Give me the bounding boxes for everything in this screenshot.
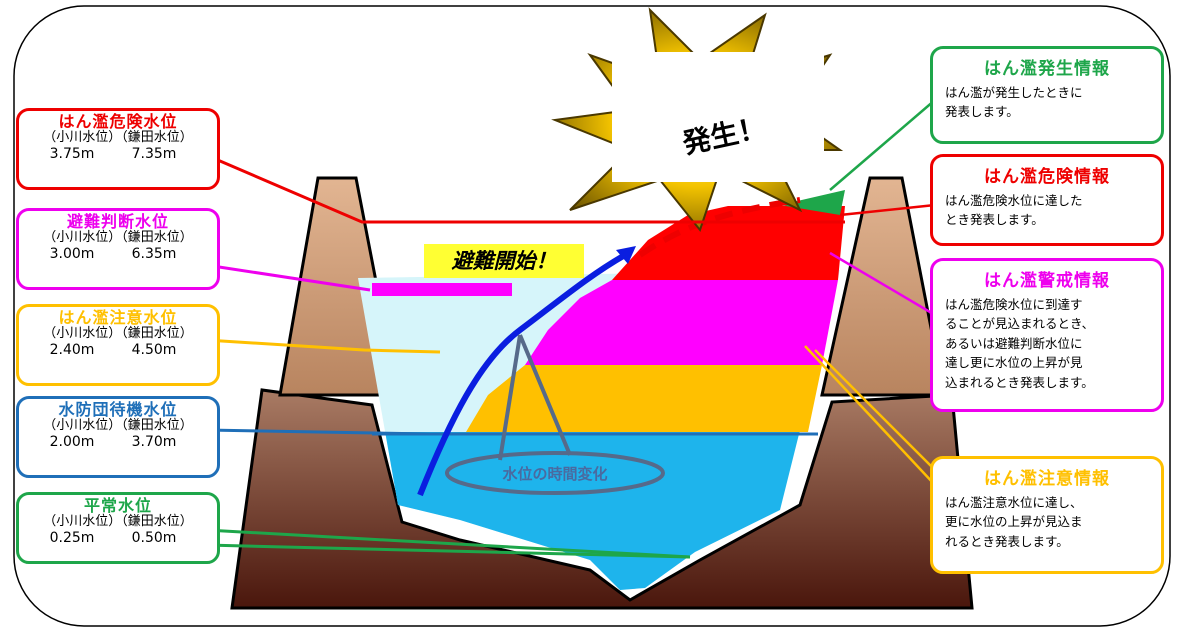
info-box-kiken: はん濫危険情報 はん濫危険水位に達した とき発表します。 (930, 154, 1164, 246)
band-orange (466, 365, 822, 432)
info-box-keikai: はん濫警戒情報 はん濫危険水位に到達す ることが見込まれるとき、 あるいは避難判… (930, 258, 1164, 412)
connector-info-chui-2 (804, 345, 936, 486)
pointer-line-2 (518, 334, 572, 456)
connector-heijo (205, 528, 691, 559)
water-level-curve (417, 252, 627, 497)
connector-chui (205, 338, 441, 354)
info-box-hassei: はん濫発生情報 はん濫が発生したときに 発表します。 (930, 46, 1164, 144)
connector-info-kiken (839, 203, 936, 217)
right-connectors (804, 99, 936, 486)
curve-arrowhead (616, 246, 636, 264)
info-box-chui: はん濫注意情報 はん濫注意水位に達し、 更に水位の上昇が見込ま れるとき発表しま… (930, 456, 1164, 574)
connector-kiken (205, 153, 845, 224)
water-level-change-ellipse (445, 451, 665, 495)
connector-info-hassei (829, 99, 936, 191)
hinan-level-bar (372, 283, 512, 296)
evacuation-start-label: 避難開始！ (424, 244, 584, 278)
band-red (612, 206, 845, 280)
pointer-line-1 (498, 334, 522, 461)
info-title: はん濫危険情報 (984, 167, 1110, 187)
level-title: 避難判断水位 (66, 212, 169, 231)
band-magenta (525, 280, 838, 365)
info-title: はん濫警戒情報 (984, 271, 1110, 291)
level-title: 平常水位 (83, 496, 152, 515)
info-title: はん濫発生情報 (984, 59, 1110, 79)
connector-info-keikai (829, 251, 936, 317)
level-title: はん濫危険水位 (58, 112, 178, 131)
right-embankment (820, 176, 946, 397)
level-title: はん濫注意水位 (58, 308, 178, 327)
band-green-top (780, 190, 845, 215)
water-level-change-label: 水位の時間変化 (502, 465, 607, 483)
left-connectors (205, 153, 845, 559)
info-title: はん濫注意情報 (984, 469, 1110, 489)
connector-info-chui (814, 349, 936, 471)
level-title: 水防団待機水位 (58, 400, 178, 419)
connector-hinan (205, 263, 371, 292)
connector-taiki (205, 428, 431, 436)
occurrence-label-bg (612, 52, 824, 182)
connector-heijo-2 (205, 543, 691, 559)
